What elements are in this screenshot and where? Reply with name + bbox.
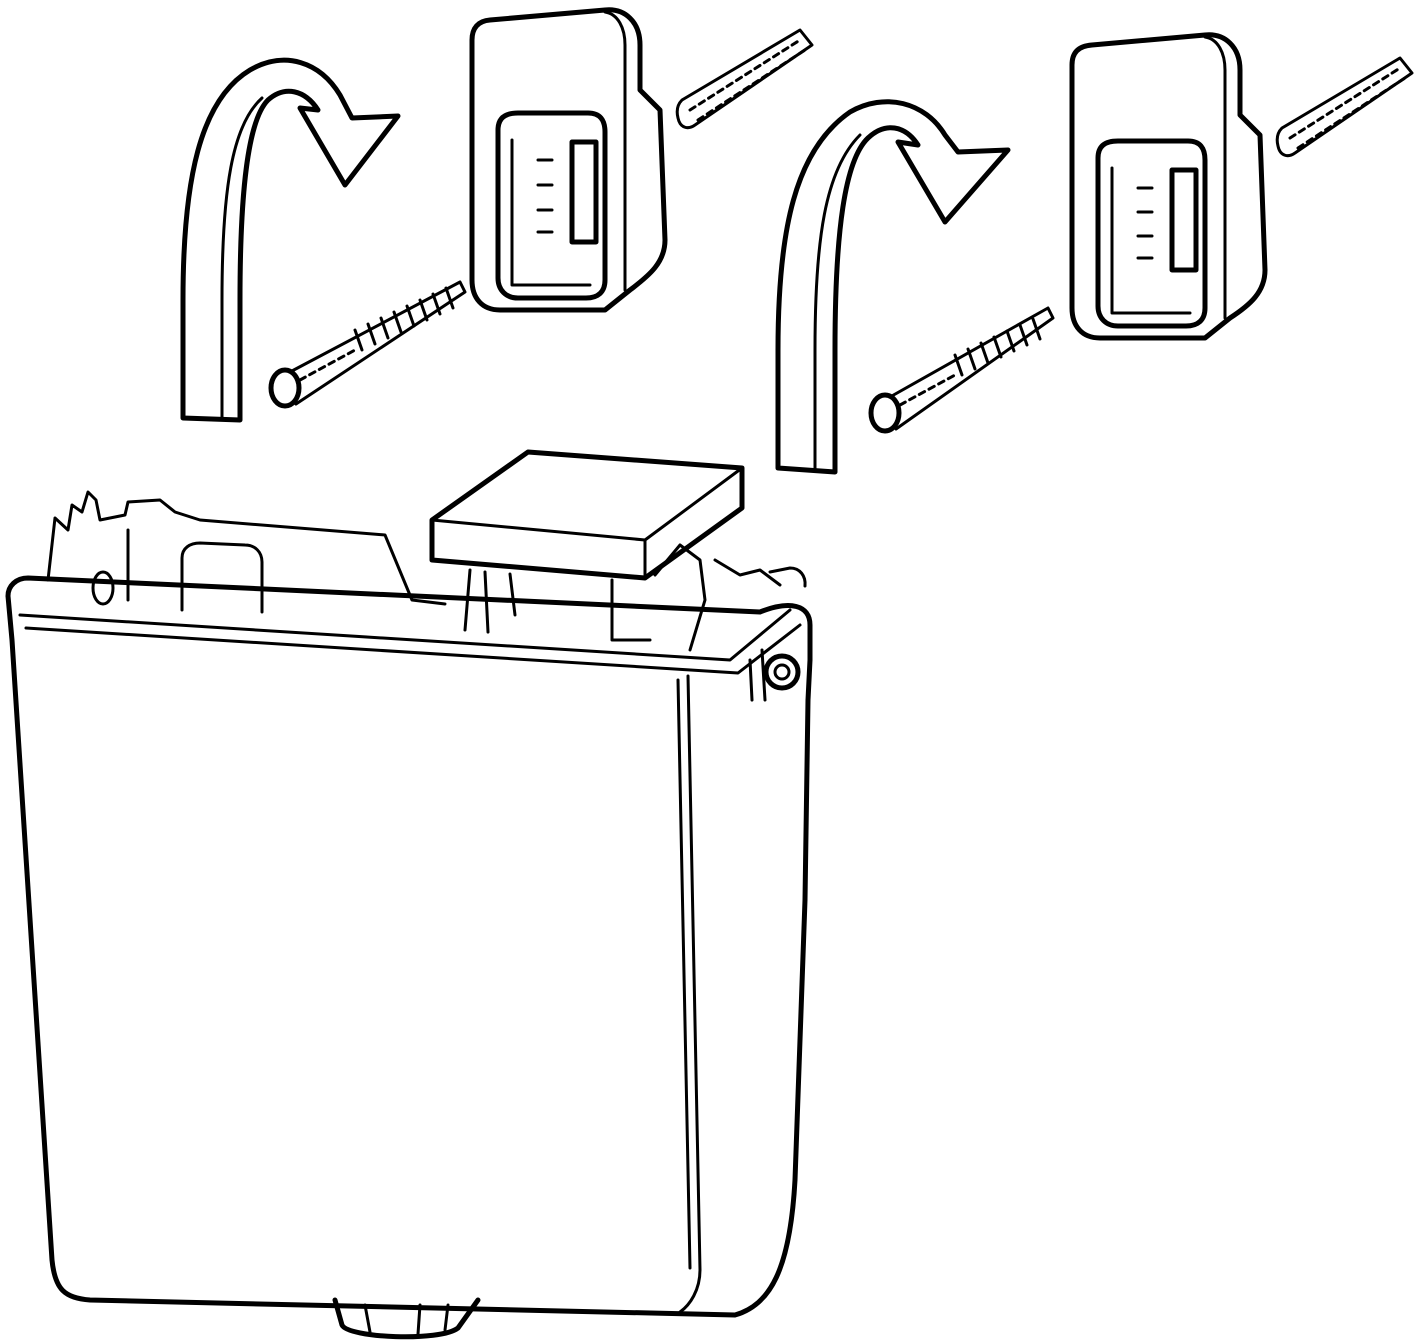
- right-wall-bracket: [1069, 32, 1268, 341]
- right-wall-plug: [1275, 56, 1414, 158]
- side-fixing-knob: [748, 648, 801, 702]
- cistern-tank: [5, 449, 813, 1340]
- bottom-outlet: [332, 1297, 481, 1340]
- right-screw: [868, 306, 1055, 434]
- right-hanging-arrow: [775, 99, 1011, 475]
- left-screw: [268, 280, 467, 409]
- left-hanging-arrow: [180, 57, 401, 423]
- left-wall-bracket: [469, 7, 668, 313]
- left-wall-plug: [675, 28, 814, 130]
